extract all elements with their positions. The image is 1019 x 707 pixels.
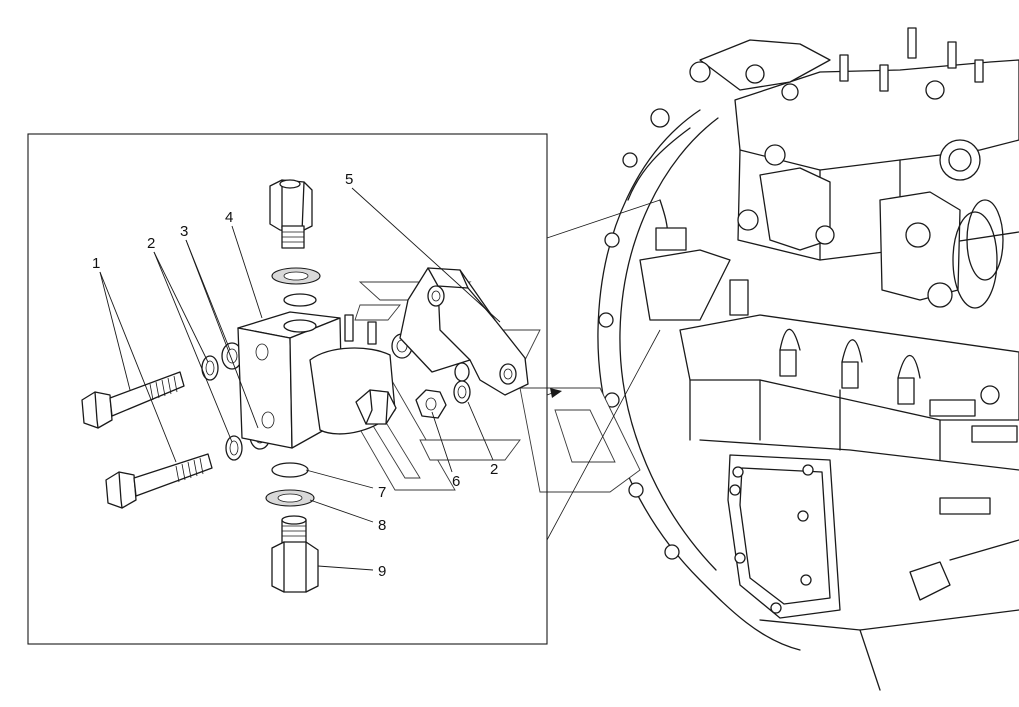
detail-view-frame [27,133,548,645]
sealing-washer-lower-hole [277,493,303,503]
callout-4: 4 [225,209,233,226]
fitting-lower [271,515,319,593]
mounting-bracket [399,267,529,396]
bolt-upper [81,371,185,429]
callout-7: 7 [378,484,386,501]
callout-1: 1 [92,255,100,272]
spring-washer-right [453,380,471,404]
sealing-washer-upper-hole [283,271,309,281]
o-ring-lower [271,462,309,478]
hex-nut [415,389,447,419]
callout-8: 8 [378,517,386,534]
spring-washer-lower [225,435,243,461]
valve-body [237,311,413,449]
spring-washer-upper [201,355,219,381]
leader-lines [99,187,501,571]
callout-6: 6 [452,473,460,490]
callout-3: 3 [180,223,188,240]
callout-2-right: 2 [490,461,498,478]
projection-line-lower [546,329,661,541]
bolt-lower [105,453,213,509]
callout-2-left: 2 [147,235,155,252]
callout-9: 9 [378,563,386,580]
projection-line-upper [546,199,661,239]
engine-block-icon [597,27,1019,691]
fitting-upper [269,179,313,249]
o-ring-upper [283,293,317,307]
callout-5: 5 [345,171,353,188]
